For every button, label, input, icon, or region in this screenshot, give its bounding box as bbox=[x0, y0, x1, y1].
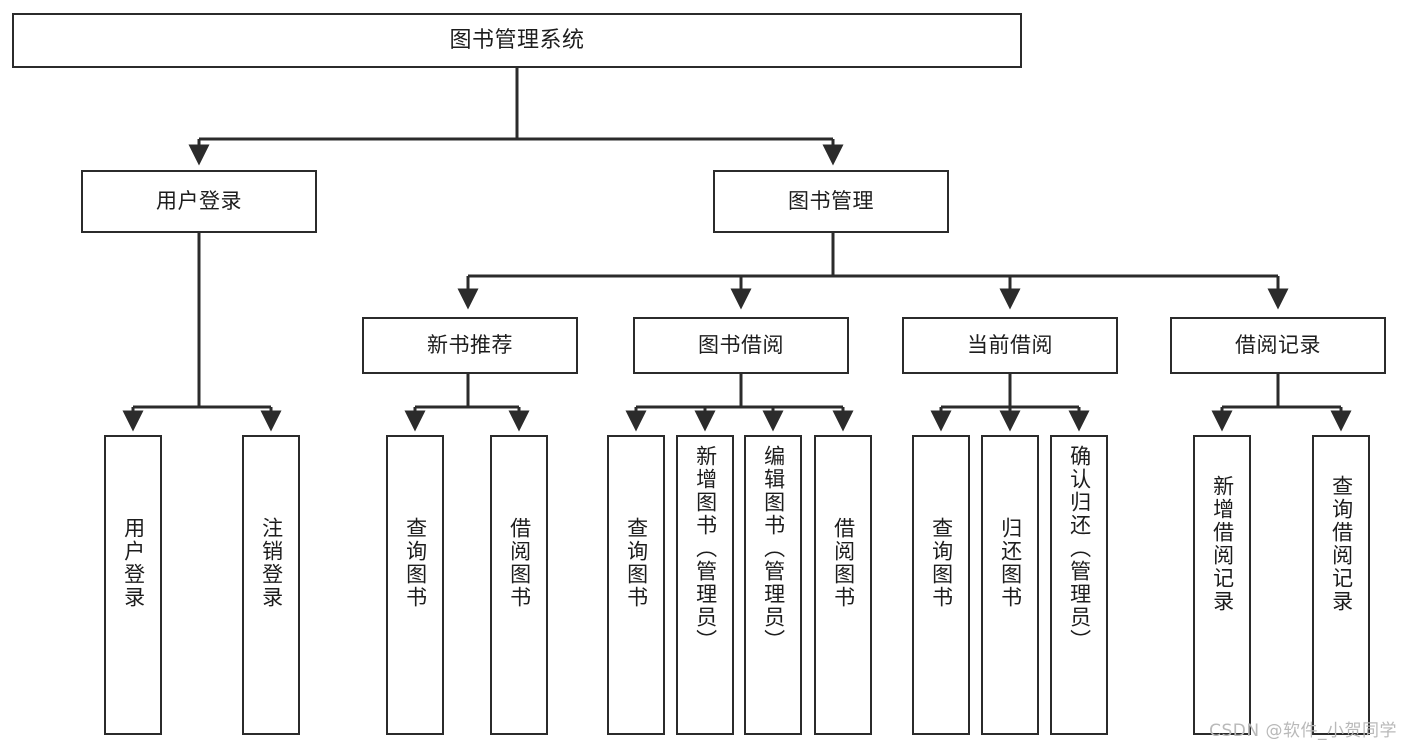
node-label: 图书借阅 bbox=[698, 333, 784, 358]
node-current-borrow[interactable]: 当前借阅 bbox=[902, 317, 1118, 374]
node-user-login[interactable]: 用户登录 bbox=[81, 170, 317, 233]
leaf-confirm-return[interactable]: 确认归还（管理员） bbox=[1050, 435, 1108, 735]
node-label: 注销登录 bbox=[259, 517, 284, 609]
node-book-borrow[interactable]: 图书借阅 bbox=[633, 317, 849, 374]
leaf-logout-login[interactable]: 注销登录 bbox=[242, 435, 300, 735]
node-new-book-recommend[interactable]: 新书推荐 bbox=[362, 317, 578, 374]
leaf-query-book-borrow[interactable]: 查询图书 bbox=[607, 435, 665, 735]
leaf-borrow-book-borrow[interactable]: 借阅图书 bbox=[814, 435, 872, 735]
node-book-manage[interactable]: 图书管理 bbox=[713, 170, 949, 233]
node-label: 新书推荐 bbox=[427, 333, 513, 358]
leaf-add-borrow-record[interactable]: 新增借阅记录 bbox=[1193, 435, 1251, 735]
node-root-system[interactable]: 图书管理系统 bbox=[12, 13, 1022, 68]
leaf-add-book[interactable]: 新增图书（管理员） bbox=[676, 435, 734, 735]
node-label: 归还图书 bbox=[998, 517, 1023, 609]
leaf-return-book[interactable]: 归还图书 bbox=[981, 435, 1039, 735]
node-label: 新增图书（管理员） bbox=[693, 445, 718, 652]
node-label: 图书管理 bbox=[788, 189, 874, 214]
csdn-watermark: CSDN @软件_小贺同学 bbox=[1209, 721, 1397, 741]
leaf-query-book-recommend[interactable]: 查询图书 bbox=[386, 435, 444, 735]
node-label: 查询图书 bbox=[403, 517, 428, 609]
leaf-query-book-current[interactable]: 查询图书 bbox=[912, 435, 970, 735]
node-borrow-record[interactable]: 借阅记录 bbox=[1170, 317, 1386, 374]
node-label: 用户登录 bbox=[121, 517, 146, 609]
node-label: 用户登录 bbox=[156, 189, 242, 214]
node-label: 当前借阅 bbox=[967, 333, 1053, 358]
node-label: 确认归还（管理员） bbox=[1067, 445, 1092, 652]
node-label: 查询图书 bbox=[929, 517, 954, 609]
leaf-borrow-book-recommend[interactable]: 借阅图书 bbox=[490, 435, 548, 735]
leaf-edit-book[interactable]: 编辑图书（管理员） bbox=[744, 435, 802, 735]
leaf-query-borrow-record[interactable]: 查询借阅记录 bbox=[1312, 435, 1370, 735]
node-label: 图书管理系统 bbox=[449, 27, 585, 53]
node-label: 借阅图书 bbox=[831, 517, 856, 609]
leaf-user-login[interactable]: 用户登录 bbox=[104, 435, 162, 735]
node-label: 查询借阅记录 bbox=[1329, 475, 1354, 613]
node-label: 新增借阅记录 bbox=[1210, 475, 1235, 613]
node-label: 查询图书 bbox=[624, 517, 649, 609]
node-label: 编辑图书（管理员） bbox=[761, 445, 786, 652]
node-label: 借阅图书 bbox=[507, 517, 532, 609]
node-label: 借阅记录 bbox=[1235, 333, 1321, 358]
